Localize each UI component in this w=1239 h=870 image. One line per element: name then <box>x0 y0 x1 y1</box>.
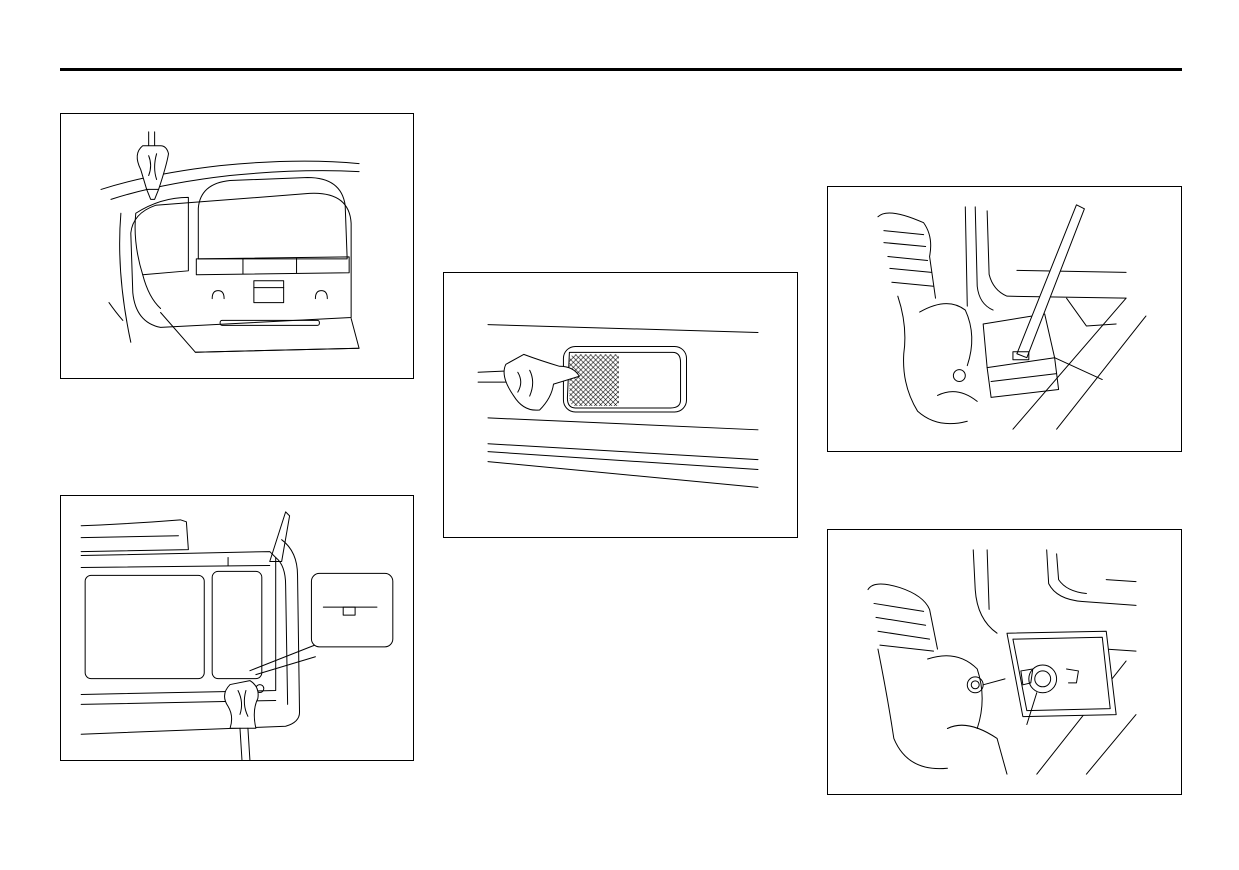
figure-overhead-console-pry <box>60 113 414 379</box>
overhead-console-illustration <box>61 114 413 378</box>
figure-console-clip-detail <box>60 495 414 761</box>
control-unit-release-illustration <box>828 187 1181 451</box>
console-clip-illustration <box>61 496 413 760</box>
header-rule <box>60 68 1182 71</box>
lamp-lens-illustration <box>444 273 797 537</box>
figure-lamp-lens-removal <box>443 272 798 538</box>
control-unit-bracket-illustration <box>828 530 1181 794</box>
figure-control-unit-bracket <box>827 529 1182 795</box>
figure-control-unit-release <box>827 186 1182 452</box>
